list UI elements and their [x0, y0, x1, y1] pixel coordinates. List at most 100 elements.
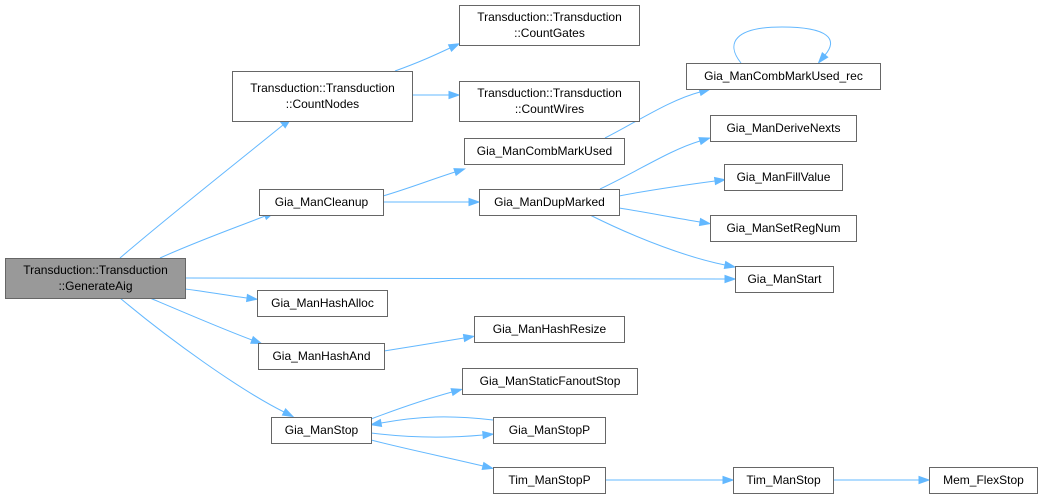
- arrowhead-icon: [918, 475, 931, 485]
- node-timstop[interactable]: Tim_ManStop: [733, 467, 834, 494]
- edge-root-to-stop: [119, 297, 295, 418]
- node-box[interactable]: [733, 467, 834, 494]
- node-timstopp[interactable]: Tim_ManStopP: [493, 467, 606, 494]
- node-hashalloc[interactable]: Gia_ManHashAlloc: [257, 290, 388, 317]
- edge-line: [184, 277, 726, 280]
- edge-stopp-to-stop: [369, 416, 494, 428]
- edge-dupmarked-to-derivenexts: [599, 137, 712, 190]
- node-countgates[interactable]: Transduction::Transduction::CountGates: [459, 5, 640, 46]
- arrowhead-icon: [723, 260, 737, 270]
- node-start[interactable]: Gia_ManStart: [735, 266, 834, 293]
- node-box[interactable]: [462, 368, 638, 395]
- node-label: Transduction::Transduction: [477, 86, 622, 100]
- node-box[interactable]: [464, 138, 625, 165]
- node-box[interactable]: [474, 316, 625, 343]
- arrowhead-icon: [450, 388, 464, 397]
- node-setregnum[interactable]: Gia_ManSetRegNum: [710, 215, 857, 242]
- node-box[interactable]: [724, 164, 843, 191]
- node-label: Gia_ManCombMarkUsed: [477, 144, 612, 158]
- node-label: ::CountGates: [514, 26, 585, 40]
- node-box[interactable]: [232, 71, 413, 122]
- edge-line: [394, 47, 451, 72]
- edge-line: [604, 91, 701, 139]
- edge-line: [383, 337, 465, 352]
- node-label: ::GenerateAig: [58, 279, 132, 293]
- node-box[interactable]: [710, 215, 857, 242]
- node-layer: Transduction::Transduction::GenerateAigT…: [5, 5, 1038, 494]
- node-label: Gia_ManHashAlloc: [271, 296, 374, 310]
- edge-line: [380, 416, 494, 424]
- arrowhead-icon: [698, 217, 712, 227]
- edge-line: [184, 288, 248, 299]
- arrowhead-icon: [482, 430, 495, 440]
- node-flexstop[interactable]: Mem_FlexStop: [929, 467, 1038, 494]
- edge-line: [618, 207, 701, 223]
- edge-root-to-countnodes: [119, 117, 292, 259]
- edge-combmarkusedrec-to-combmarkusedrec: [733, 26, 832, 64]
- edge-countnodes-to-countwires: [412, 90, 461, 100]
- arrowhead-icon: [722, 475, 735, 485]
- edge-cleanup-to-combmarkused: [382, 168, 466, 197]
- node-box[interactable]: [493, 417, 606, 444]
- arrowhead-icon: [481, 461, 495, 470]
- edge-dupmarked-to-setregnum: [618, 207, 712, 227]
- edge-timstopp-to-timstop: [605, 475, 735, 485]
- arrowhead-icon: [724, 274, 737, 284]
- node-label: Gia_ManStaticFanoutStop: [480, 374, 621, 388]
- node-box[interactable]: [459, 81, 640, 122]
- node-box[interactable]: [493, 467, 606, 494]
- node-box[interactable]: [258, 343, 385, 370]
- node-stop[interactable]: Gia_ManStop: [271, 417, 372, 444]
- node-hashresize[interactable]: Gia_ManHashResize: [474, 316, 625, 343]
- node-box[interactable]: [257, 290, 388, 317]
- node-countnodes[interactable]: Transduction::Transduction::CountNodes: [232, 71, 413, 122]
- edge-line: [119, 297, 285, 413]
- edge-line: [733, 26, 832, 64]
- node-staticfanoutstop[interactable]: Gia_ManStaticFanoutStop: [462, 368, 638, 395]
- node-box[interactable]: [710, 115, 857, 142]
- node-label: Gia_ManHashAnd: [272, 349, 370, 363]
- node-box[interactable]: [735, 266, 834, 293]
- node-combmarkused[interactable]: Gia_ManCombMarkUsed: [464, 138, 625, 165]
- edge-root-to-hashalloc: [184, 288, 259, 303]
- node-label: Gia_ManCleanup: [275, 195, 369, 209]
- arrowhead-icon: [448, 90, 461, 100]
- node-combmarkusedrec[interactable]: Gia_ManCombMarkUsed_rec: [686, 63, 881, 90]
- node-box[interactable]: [686, 63, 881, 90]
- node-box[interactable]: [271, 417, 372, 444]
- node-label: Transduction::Transduction: [23, 263, 168, 277]
- edge-line: [618, 180, 716, 197]
- node-cleanup[interactable]: Gia_ManCleanup: [259, 189, 384, 216]
- node-box[interactable]: [479, 189, 620, 216]
- node-dupmarked[interactable]: Gia_ManDupMarked: [479, 189, 620, 216]
- edge-line: [370, 439, 484, 467]
- edge-layer: [119, 26, 931, 485]
- node-label: Mem_FlexStop: [943, 473, 1024, 487]
- node-hashand[interactable]: Gia_ManHashAnd: [258, 343, 385, 370]
- node-box[interactable]: [459, 5, 640, 46]
- node-stopp[interactable]: Gia_ManStopP: [493, 417, 606, 444]
- arrowhead-icon: [698, 137, 712, 146]
- node-root[interactable]: Transduction::Transduction::GenerateAig: [5, 258, 186, 299]
- node-box[interactable]: [929, 467, 1038, 494]
- node-box[interactable]: [259, 189, 384, 216]
- node-fillvalue[interactable]: Gia_ManFillValue: [724, 164, 843, 191]
- node-label: Gia_ManHashResize: [493, 322, 607, 336]
- node-label: Gia_ManFillValue: [737, 170, 831, 184]
- arrowhead-icon: [462, 333, 476, 343]
- node-derivenexts[interactable]: Gia_ManDeriveNexts: [710, 115, 857, 142]
- edge-line: [370, 391, 453, 420]
- edge-stop-to-stopp: [370, 430, 495, 440]
- node-label: Gia_ManDupMarked: [494, 195, 605, 209]
- node-label: Gia_ManDeriveNexts: [726, 121, 840, 135]
- edge-stop-to-timstopp: [370, 439, 495, 470]
- node-label: ::CountNodes: [286, 97, 359, 111]
- node-box[interactable]: [5, 258, 186, 299]
- node-label: Transduction::Transduction: [477, 10, 622, 24]
- node-label: Tim_ManStopP: [508, 473, 590, 487]
- node-countwires[interactable]: Transduction::Transduction::CountWires: [459, 81, 640, 122]
- edge-line: [589, 214, 726, 266]
- arrowhead-icon: [369, 418, 383, 428]
- arrowhead-icon: [713, 176, 727, 186]
